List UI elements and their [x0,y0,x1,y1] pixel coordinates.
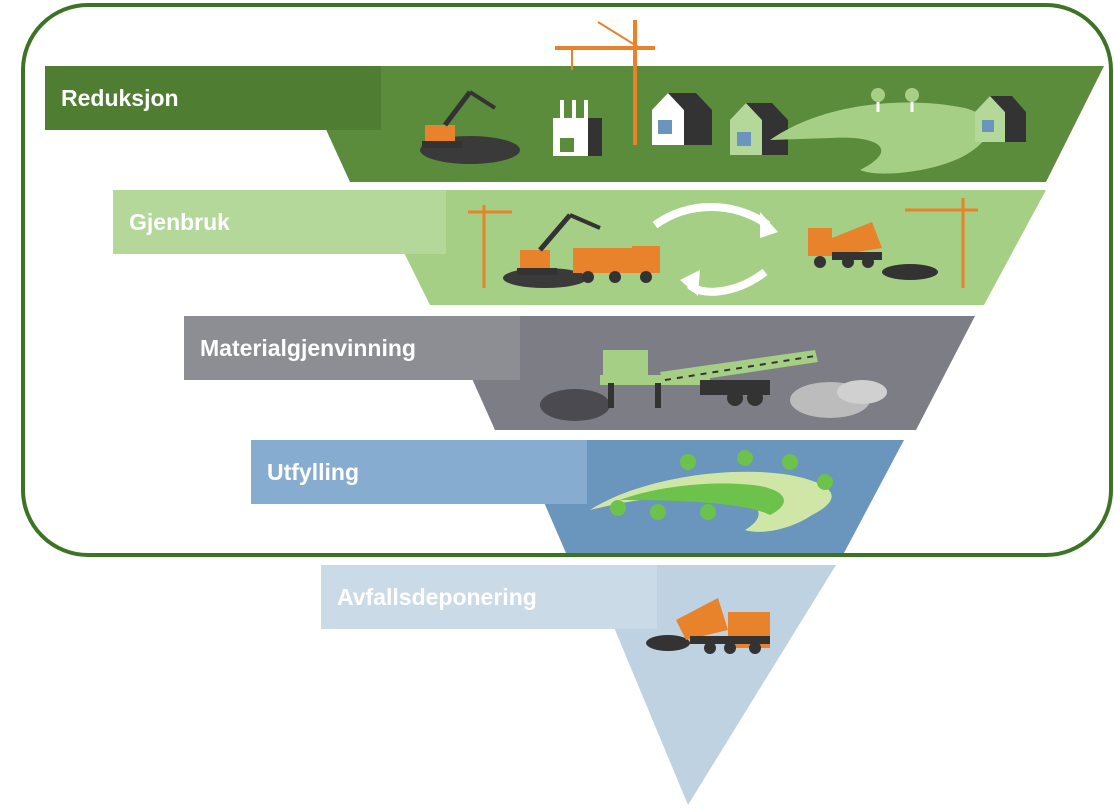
level-label-text: Gjenbruk [129,208,230,235]
house-icon [975,96,1026,142]
level-label-text: Utfylling [267,458,359,485]
level-label-text: Avfallsdeponering [337,583,537,610]
tree-icon [610,450,833,520]
crane-icon [468,198,978,288]
crusher-machine-icon [540,350,887,421]
level-label-materialgjenvinning: Materialgjenvinning [184,316,520,380]
level-label-reduksjon: Reduksjon [45,66,381,130]
building-icon [553,100,602,156]
house-icon [730,103,788,155]
band-utfylling [517,440,904,553]
cycle-arrows-icon [652,203,778,296]
band-materialgjenvinning [444,316,975,430]
excavator-icon [503,213,601,288]
dump-truck-icon [573,246,660,283]
landscape-icon [770,88,989,174]
landscape-icon [590,471,832,532]
band-reduksjon [297,20,1104,182]
level-label-text: Reduksjon [61,84,179,111]
band-gjenbruk [373,190,1046,305]
dump-truck-icon [808,222,938,280]
excavator-icon [420,90,520,164]
level-label-avfallsdeponering: Avfallsdeponering [321,565,657,629]
level-label-utfylling: Utfylling [251,440,587,504]
level-label-text: Materialgjenvinning [200,334,416,361]
level-label-gjenbruk: Gjenbruk [113,190,446,254]
house-icon [652,93,712,145]
crane-icon [555,20,655,145]
dump-truck-icon [646,598,770,654]
highlight-border [21,3,1113,557]
